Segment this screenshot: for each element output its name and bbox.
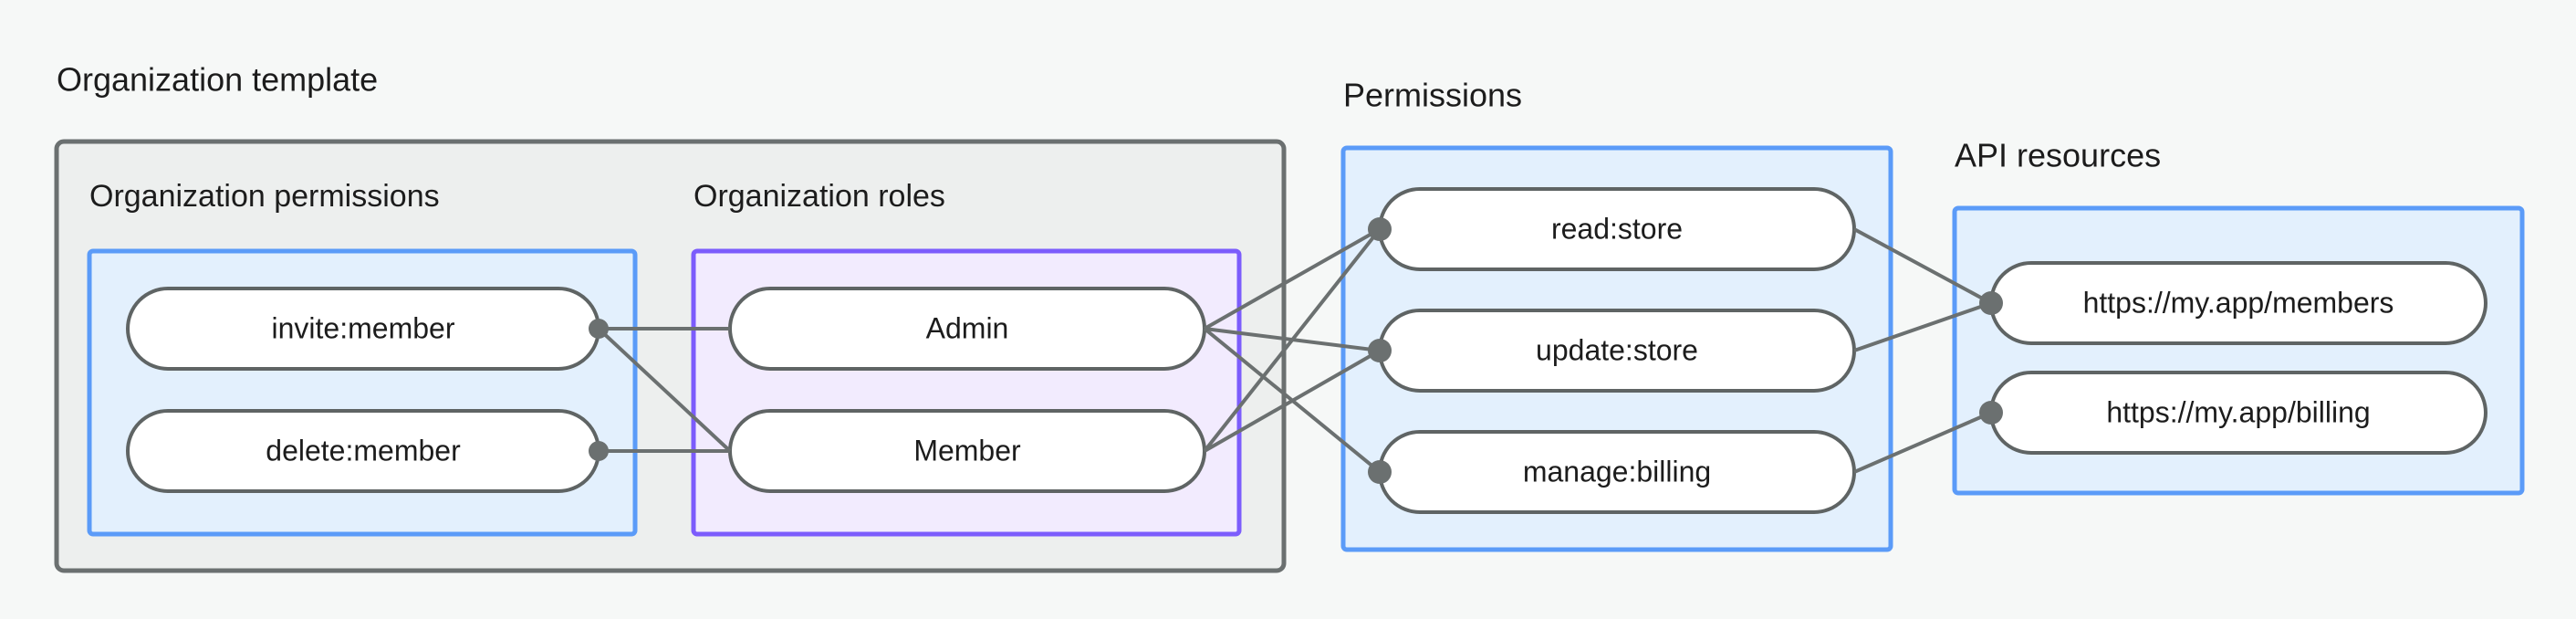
edge-invite-member-to-member <box>597 327 732 453</box>
node-admin-label: Admin <box>926 311 1009 344</box>
node-manage-billing-label: manage:billing <box>1523 455 1711 488</box>
node-invite-member-label: invite:member <box>272 311 455 344</box>
connector-dot-layer <box>589 217 2003 484</box>
connector-dot-billing-url <box>1979 401 2003 425</box>
edge-read-store-to-members-url <box>1853 227 1992 305</box>
organization-permissions-title: Organization permissions <box>89 179 440 214</box>
node-delete-member-label: delete:member <box>266 434 461 467</box>
edge-member-to-update-store <box>1204 349 1381 453</box>
edge-manage-billing-to-billing-url <box>1853 411 1992 474</box>
connector-dot-invite-member <box>589 319 609 339</box>
connector-dot-read-store <box>1368 217 1392 241</box>
edge-update-store-to-members-url <box>1853 301 1992 352</box>
connector-dot-manage-billing <box>1368 460 1392 484</box>
node-update-store-label: update:store <box>1536 333 1698 366</box>
api-resources-title: API resources <box>1955 137 2161 174</box>
connector-dot-delete-member <box>589 441 609 461</box>
node-member-label: Member <box>913 434 1021 467</box>
node-billing-url-label: https://my.app/billing <box>2106 395 2370 428</box>
edge-member-to-read-store <box>1203 227 1382 453</box>
organization-template-title: Organization template <box>57 61 378 99</box>
edge-layer <box>597 227 1992 474</box>
connector-dot-members-url <box>1979 291 2003 315</box>
node-read-store-label: read:store <box>1551 212 1683 245</box>
organization-roles-title: Organization roles <box>694 179 945 214</box>
node-members-url-label: https://my.app/members <box>2083 286 2394 319</box>
permissions-title: Permissions <box>1343 77 1522 114</box>
connector-dot-update-store <box>1368 339 1392 362</box>
edge-admin-to-read-store <box>1204 227 1381 330</box>
